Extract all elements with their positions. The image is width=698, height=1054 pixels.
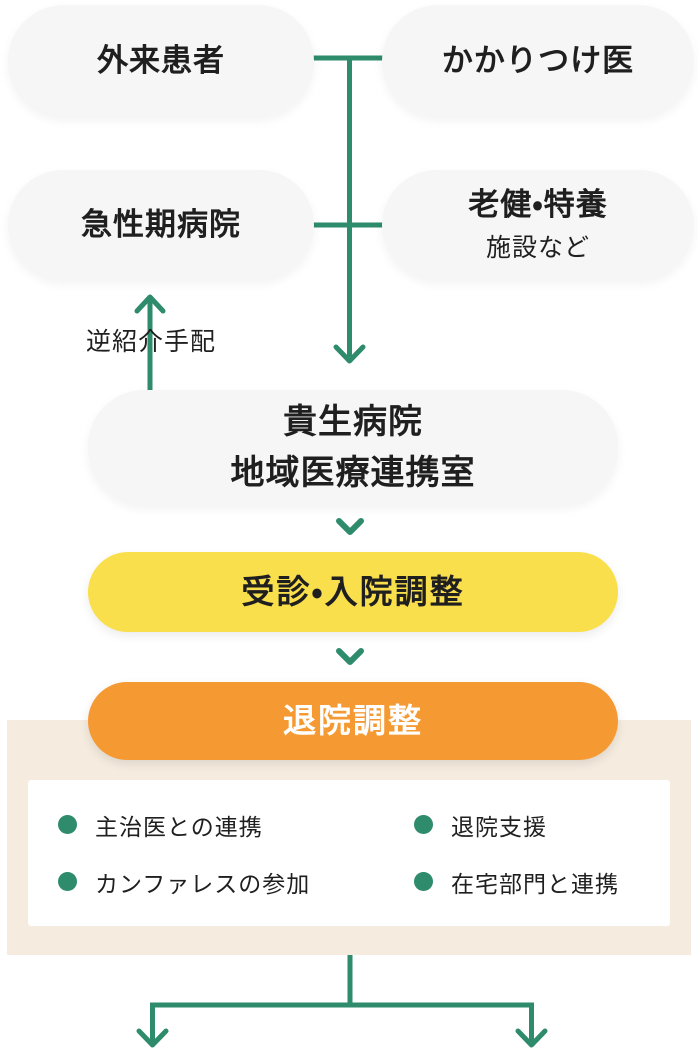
node-family-doctor-label: かかりつけ医	[441, 42, 635, 78]
node-acute-hospital: 急性期病院	[8, 170, 314, 280]
connector-bottom-split	[150, 955, 534, 1042]
list-item: 主治医との連携	[58, 808, 414, 842]
arrow-bottom-left-head	[136, 1028, 169, 1048]
task-list: 主治医との連携 退院支援 カンファレスの参加 在宅部門と連携	[28, 780, 670, 926]
node-hospital-line2: 地域医療連携室	[230, 453, 476, 492]
node-admission-coordination: 受診・入院調整	[88, 552, 618, 632]
task-label: 退院支援	[451, 813, 547, 840]
node-outpatient-label: 外来患者	[97, 42, 225, 78]
node-hospital-liaison: 貴生病院 地域医療連携室	[88, 390, 618, 505]
task-label: 主治医との連携	[95, 813, 263, 840]
node-family-doctor: かかりつけ医	[382, 5, 694, 117]
list-item: カンファレスの参加	[58, 865, 414, 899]
chevron-down-icon	[336, 648, 364, 665]
task-label: 在宅部門と連携	[451, 870, 619, 897]
node-outpatient: 外来患者	[8, 5, 314, 117]
arrow-bottom-right-head	[515, 1028, 548, 1048]
node-facility-label: 老健・特養	[468, 186, 608, 222]
node-hospital-line1: 貴生病院	[283, 402, 423, 441]
node-facility-sublabel: 施設など	[485, 234, 590, 263]
arrow-reverse-referral-head	[134, 294, 166, 314]
list-item: 退院支援	[414, 808, 670, 842]
chevron-down-icon	[336, 518, 364, 535]
arrow-to-hospital-head	[333, 344, 366, 364]
bullet-icon	[58, 872, 77, 891]
reverse-referral-label: 逆紹介手配	[86, 328, 217, 356]
bullet-icon	[58, 815, 77, 834]
node-facility: 老健・特養 施設など	[382, 170, 694, 280]
node-discharge-label: 退院調整	[283, 702, 423, 740]
node-discharge-coordination: 退院調整	[88, 682, 618, 760]
bullet-icon	[414, 815, 433, 834]
node-admission-label: 受診・入院調整	[241, 573, 465, 611]
list-item: 在宅部門と連携	[414, 865, 670, 899]
task-label: カンファレスの参加	[95, 870, 311, 897]
bullet-icon	[414, 872, 433, 891]
node-acute-hospital-label: 急性期病院	[81, 206, 241, 242]
